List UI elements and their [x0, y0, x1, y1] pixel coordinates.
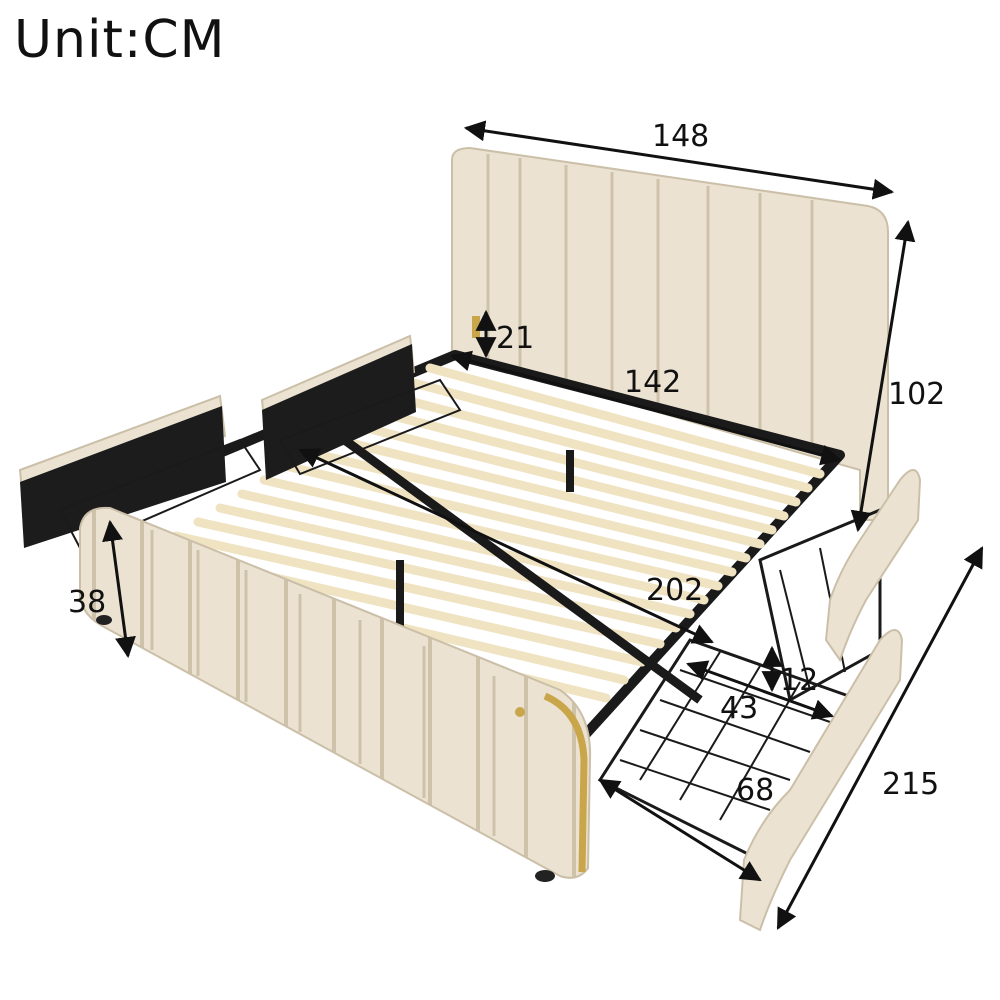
label-footboard-height: 38 [68, 585, 106, 620]
dim-line-102 [850, 219, 916, 533]
dim-line-38 [102, 519, 136, 659]
label-total-length: 215 [882, 767, 939, 802]
dimension-labels: 148 102 21 142 202 38 12 43 68 215 [68, 119, 945, 808]
label-drawer-height: 12 [780, 663, 818, 698]
dim-line-215 [776, 546, 984, 930]
left-drawer-fronts [18, 334, 462, 550]
label-headboard-gap: 21 [496, 321, 534, 356]
dim-line-142 [449, 350, 843, 466]
label-inner-length: 202 [646, 573, 703, 608]
dim-line-68 [598, 778, 762, 882]
unit-label: Unit:CM [14, 10, 226, 70]
label-inner-width: 142 [624, 365, 681, 400]
label-drawer-depth: 68 [736, 773, 774, 808]
dim-line-202 [298, 448, 714, 644]
dimension-lines [102, 120, 984, 930]
label-drawer-width: 43 [720, 691, 758, 726]
label-headboard-height: 102 [888, 377, 945, 412]
label-headboard-width: 148 [652, 119, 709, 154]
dim-line-148 [463, 120, 895, 200]
